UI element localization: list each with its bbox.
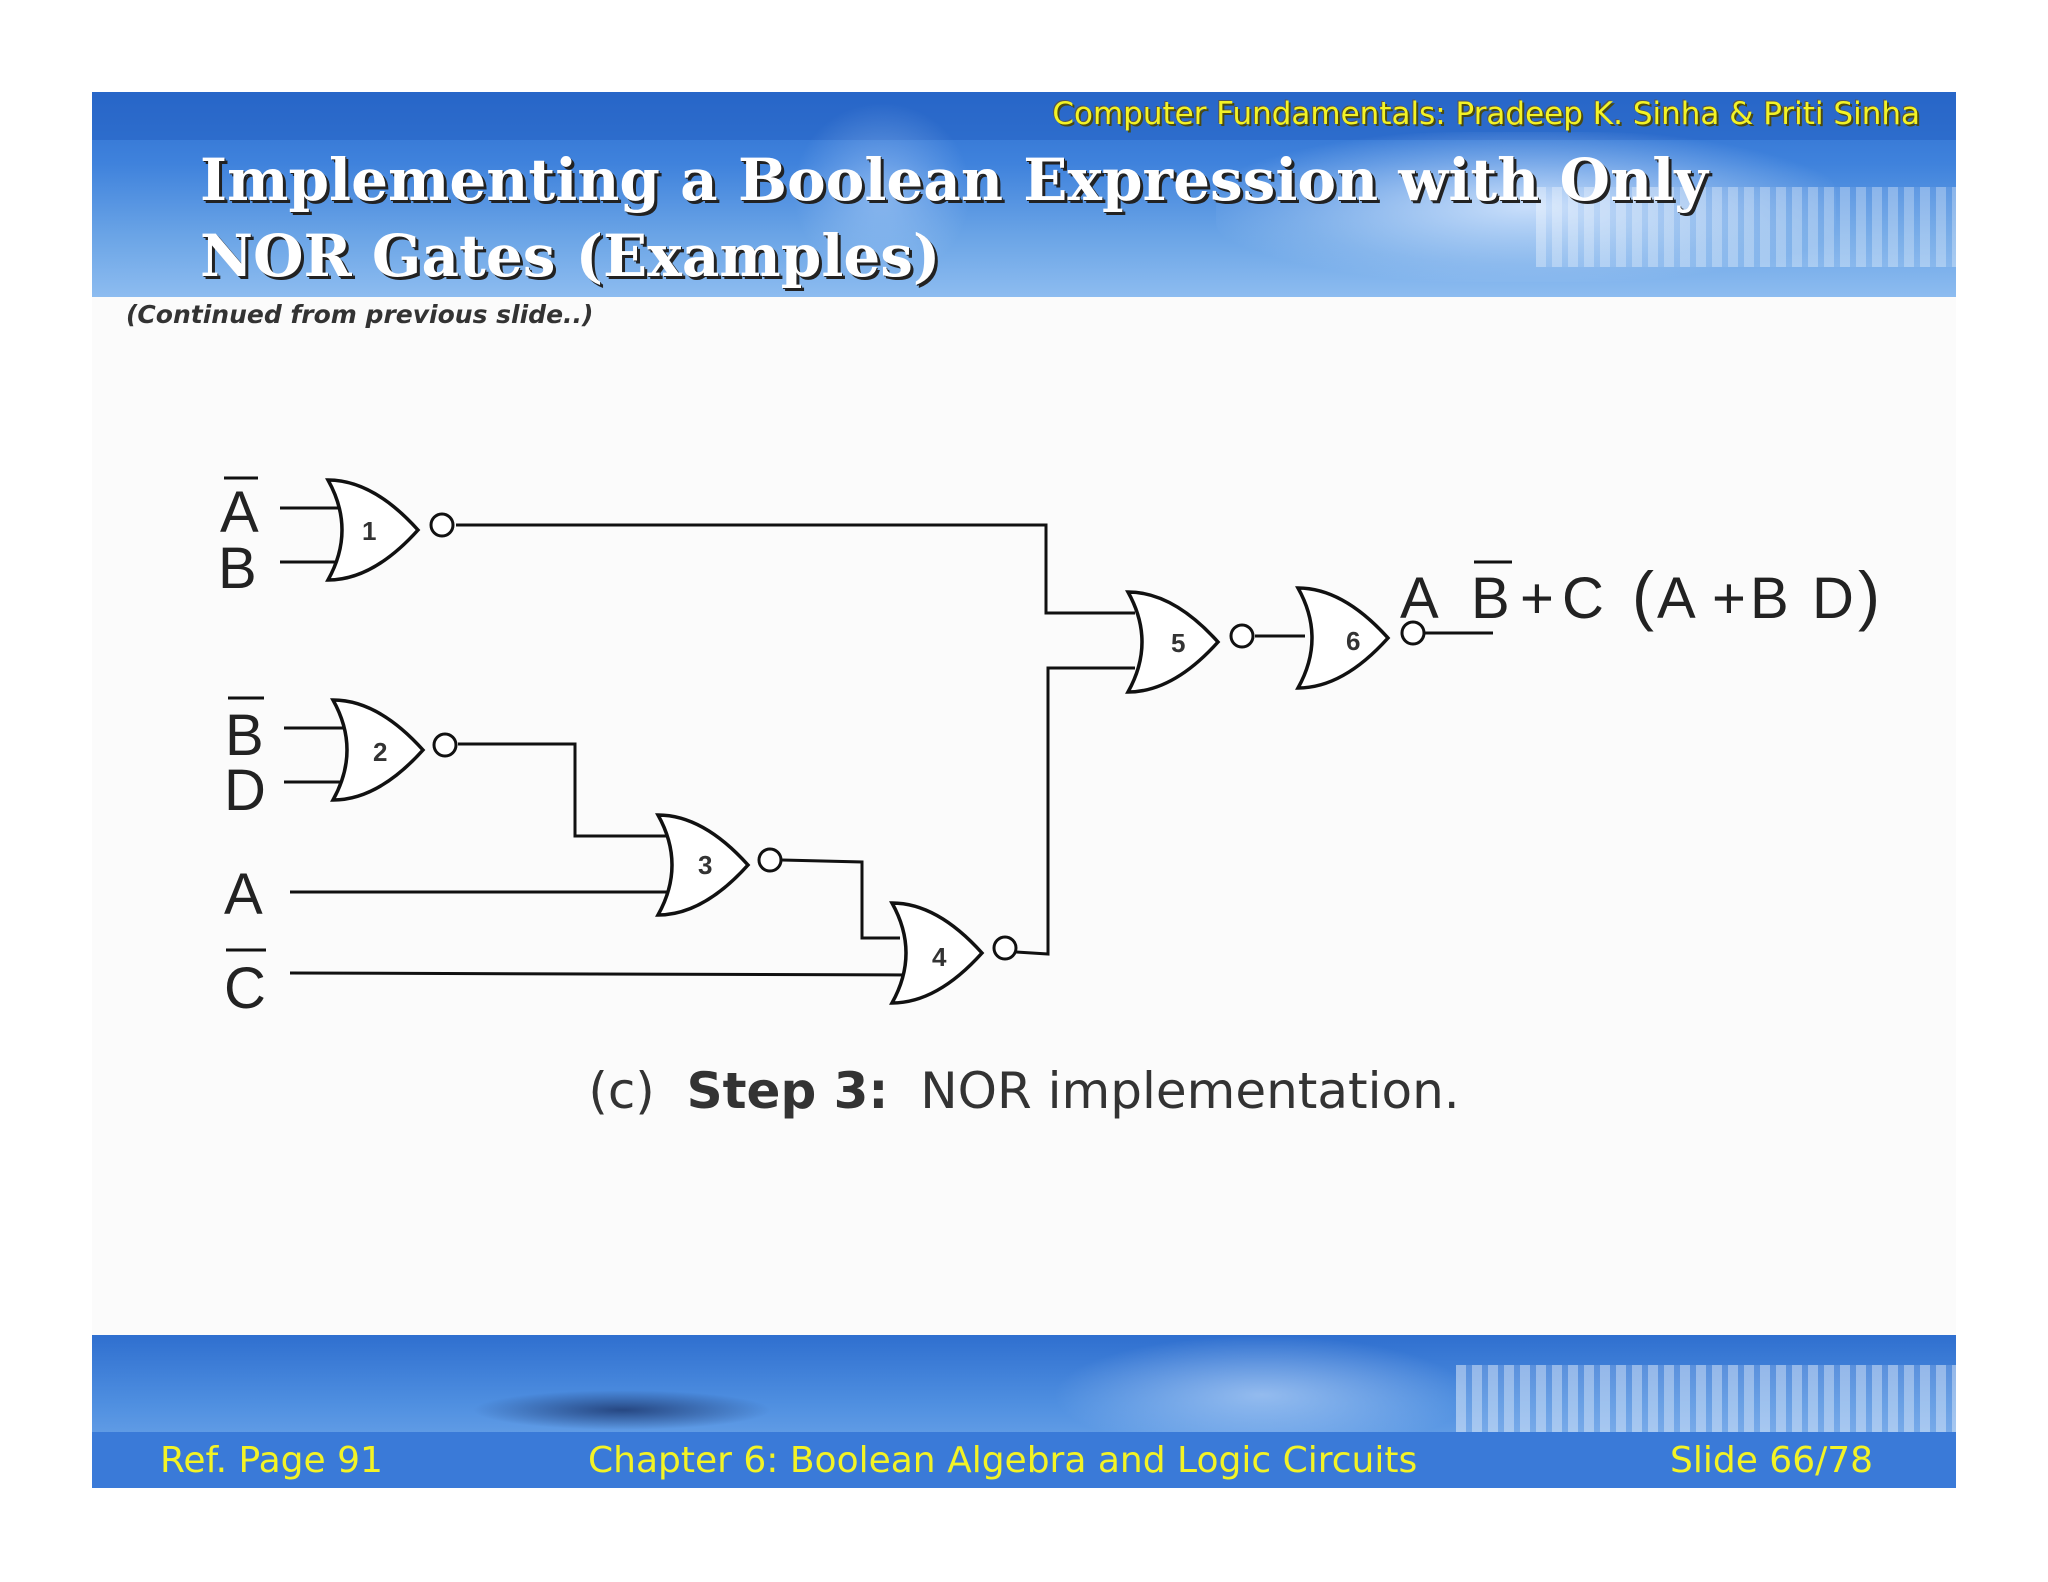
expr-d: D <box>1812 566 1854 631</box>
output-expression: A B + C ( A + B D ) <box>1400 558 1880 632</box>
input-a: A <box>224 862 263 927</box>
figure-caption: (c) Step 3: NOR implementation. <box>0 1062 2048 1120</box>
caption-step: Step 3: <box>686 1062 889 1120</box>
nor-gate-3: 3 <box>656 813 783 917</box>
slide-footer <box>92 1335 1956 1488</box>
footer-slide-number: Slide 66/78 <box>1670 1440 1874 1481</box>
expr-plus-2: + <box>1712 566 1746 631</box>
input-c-bar: C <box>224 956 266 1021</box>
input-b-bar: B <box>225 703 264 768</box>
input-a-bar: A <box>220 480 259 545</box>
footer-ref-page: Ref. Page 91 <box>160 1440 383 1481</box>
input-d: D <box>224 758 266 823</box>
gate-number-6: 6 <box>1346 626 1360 656</box>
expr-c: C <box>1562 566 1604 631</box>
caption-prefix: (c) <box>588 1062 655 1120</box>
title-line-1: Implementing a Boolean Expression with O… <box>200 146 1708 214</box>
continued-note: (Continued from previous slide..) <box>126 300 594 329</box>
expr-plus-1: + <box>1520 566 1554 631</box>
nor-gate-4: 4 <box>890 901 1018 1005</box>
slide-background <box>92 92 1956 1488</box>
gate-number-3: 3 <box>698 850 712 880</box>
slide-header: Computer Fundamentals: Pradeep K. Sinha … <box>92 92 1956 297</box>
gate-number-2: 2 <box>373 737 387 767</box>
nor-gate-5: 5 <box>1126 590 1255 694</box>
expr-open-paren: ( <box>1632 558 1654 632</box>
caption-text: NOR implementation. <box>920 1062 1460 1120</box>
nor-gate-1: 1 <box>326 478 455 582</box>
expr-a: A <box>1400 566 1439 631</box>
gate-number-1: 1 <box>362 516 376 546</box>
title-line-2: NOR Gates (Examples) <box>200 222 941 290</box>
nor-gate-6: 6 <box>1296 586 1426 690</box>
nor-gate-2: 2 <box>331 698 458 802</box>
expr-b2: B <box>1750 566 1789 631</box>
input-b: B <box>218 536 257 601</box>
slide-title: Implementing a Boolean Expression with O… <box>200 142 1900 294</box>
footer-chapter: Chapter 6: Boolean Algebra and Logic Cir… <box>588 1440 1418 1481</box>
gate-number-5: 5 <box>1171 628 1185 658</box>
input-labels: A B B D A C <box>218 476 266 1021</box>
expr-a2: A <box>1657 566 1696 631</box>
expr-b-bar: B <box>1471 566 1510 631</box>
author-credit: Computer Fundamentals: Pradeep K. Sinha … <box>1052 96 1920 132</box>
expr-close-paren: ) <box>1858 558 1880 632</box>
gate-number-4: 4 <box>932 942 947 972</box>
